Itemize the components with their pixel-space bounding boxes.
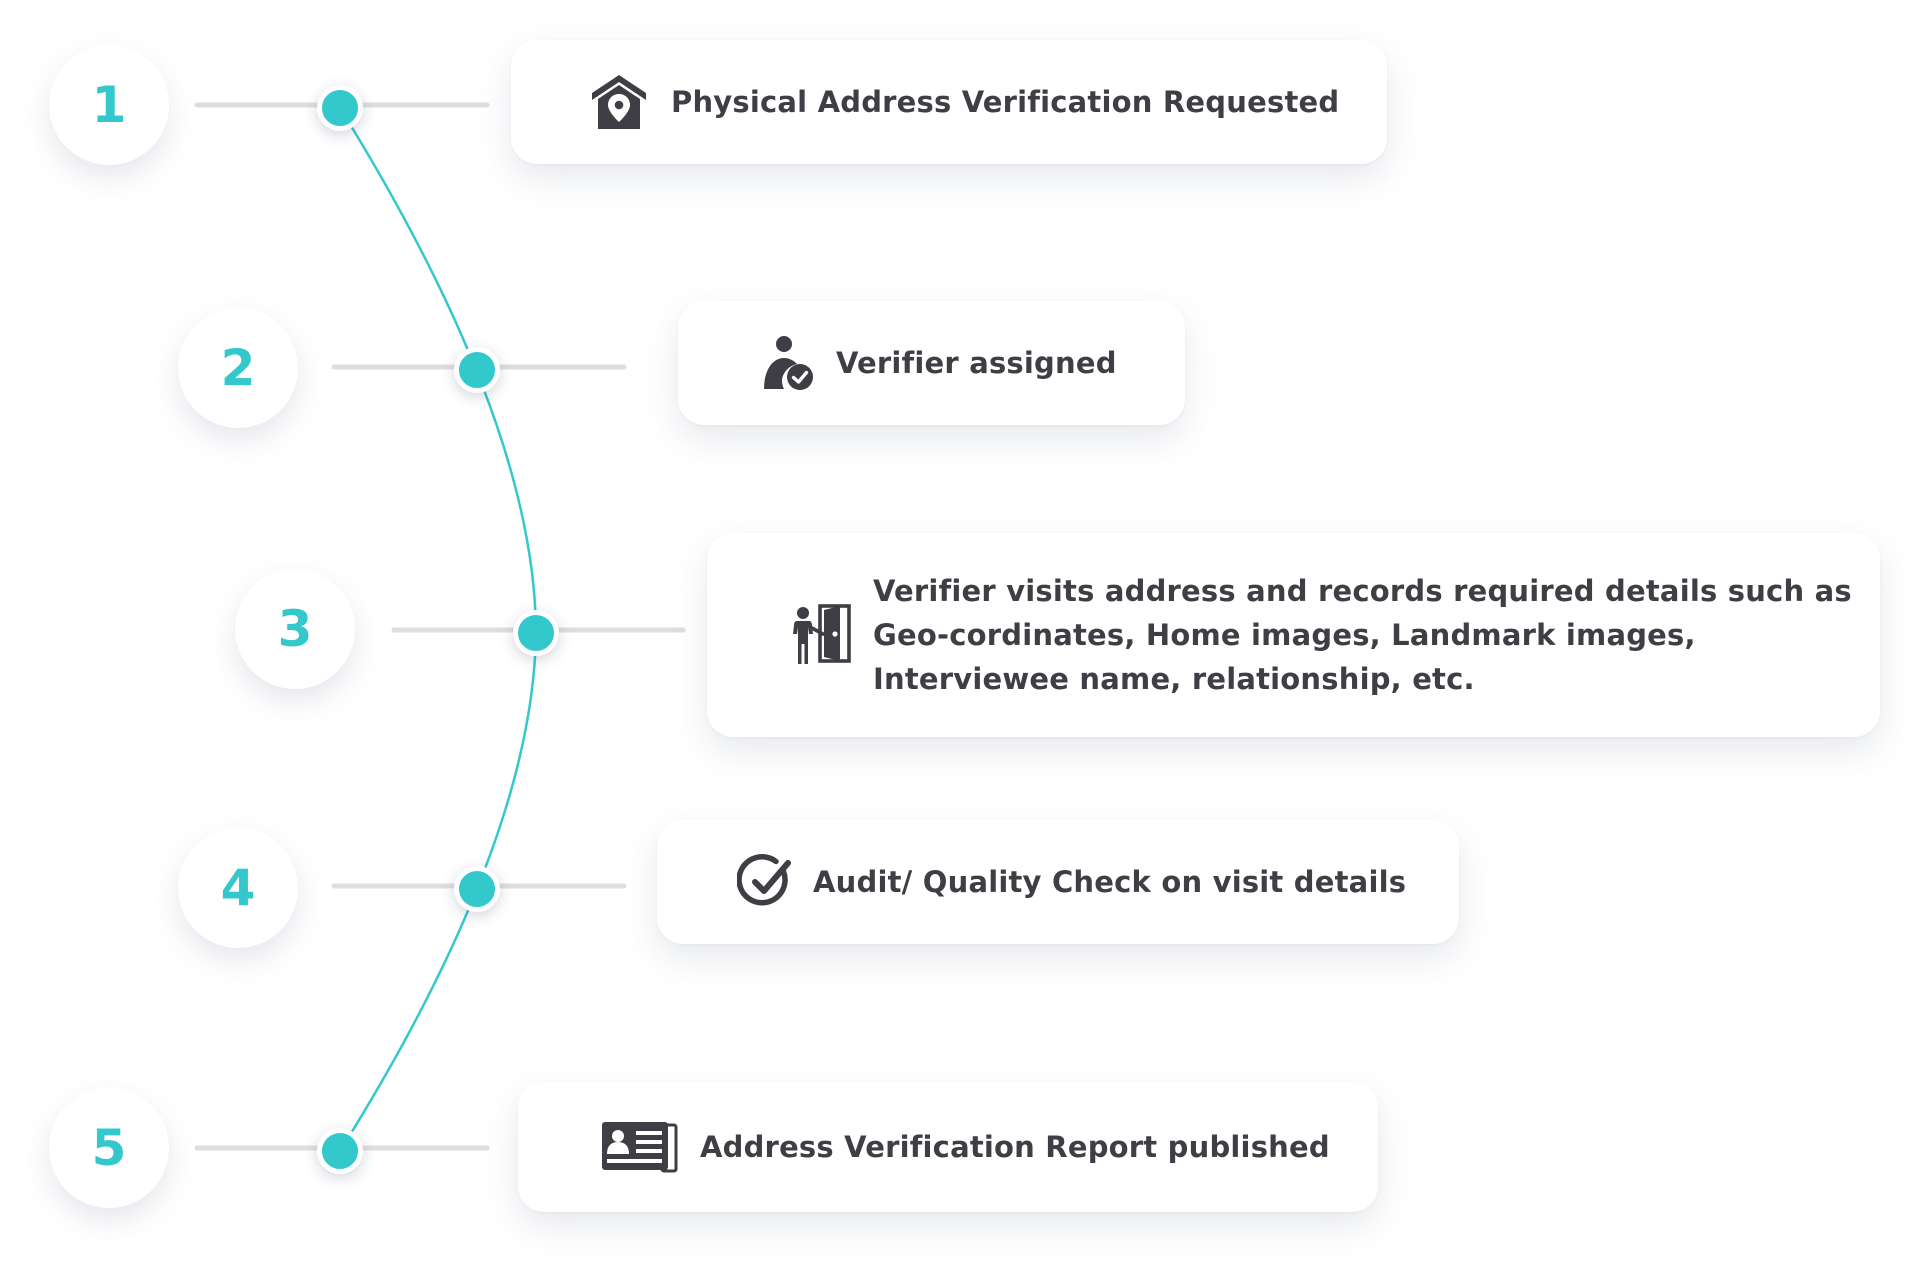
step-5-card: Address Verification Report published <box>518 1082 1378 1212</box>
step-3-number-badge: 3 <box>235 569 355 689</box>
person-door-icon <box>789 604 851 666</box>
step-1-number-badge: 1 <box>49 45 169 165</box>
step-3-card: Verifier visits address and records requ… <box>707 533 1880 737</box>
step-2-card: Verifier assigned <box>678 301 1185 425</box>
step-5-number: 5 <box>91 1119 127 1177</box>
step-5-text: Address Verification Report published <box>700 1125 1330 1169</box>
step-3-timeline-dot <box>513 610 559 656</box>
step-3-number: 3 <box>277 600 313 658</box>
step-1-text-line: Physical Address Verification Requested <box>671 85 1340 119</box>
step-3-text: Verifier visits address and records requ… <box>873 569 1852 701</box>
step-2-text-line: Verifier assigned <box>836 346 1117 380</box>
step-3-text-line-3: Interviewee name, relationship, etc. <box>873 662 1475 696</box>
step-1-text: Physical Address Verification Requested <box>671 80 1339 124</box>
step-4-text: Audit/ Quality Check on visit details <box>813 860 1406 904</box>
step-3-text-line-2: Geo-cordinates, Home images, Landmark im… <box>873 618 1696 652</box>
house-location-icon <box>589 72 649 132</box>
report-card-icon <box>600 1119 678 1175</box>
step-1-card: Physical Address Verification Requested <box>511 40 1387 164</box>
step-1-number: 1 <box>91 76 127 134</box>
user-check-icon <box>760 335 816 391</box>
step-5-number-badge: 5 <box>49 1088 169 1208</box>
step-2-text: Verifier assigned <box>836 341 1117 385</box>
step-5-timeline-dot <box>317 1128 363 1174</box>
step-5-text-line: Address Verification Report published <box>700 1130 1330 1164</box>
step-4-number: 4 <box>220 859 256 917</box>
step-4-timeline-dot <box>454 866 500 912</box>
step-1-timeline-dot <box>317 85 363 131</box>
step-2-number: 2 <box>220 339 256 397</box>
step-3-text-line-1: Verifier visits address and records requ… <box>873 574 1852 608</box>
step-4-text-line: Audit/ Quality Check on visit details <box>813 865 1407 899</box>
check-circle-icon <box>737 853 795 911</box>
step-4-number-badge: 4 <box>178 828 298 948</box>
step-2-timeline-dot <box>454 347 500 393</box>
step-4-card: Audit/ Quality Check on visit details <box>657 820 1459 944</box>
step-2-number-badge: 2 <box>178 308 298 428</box>
